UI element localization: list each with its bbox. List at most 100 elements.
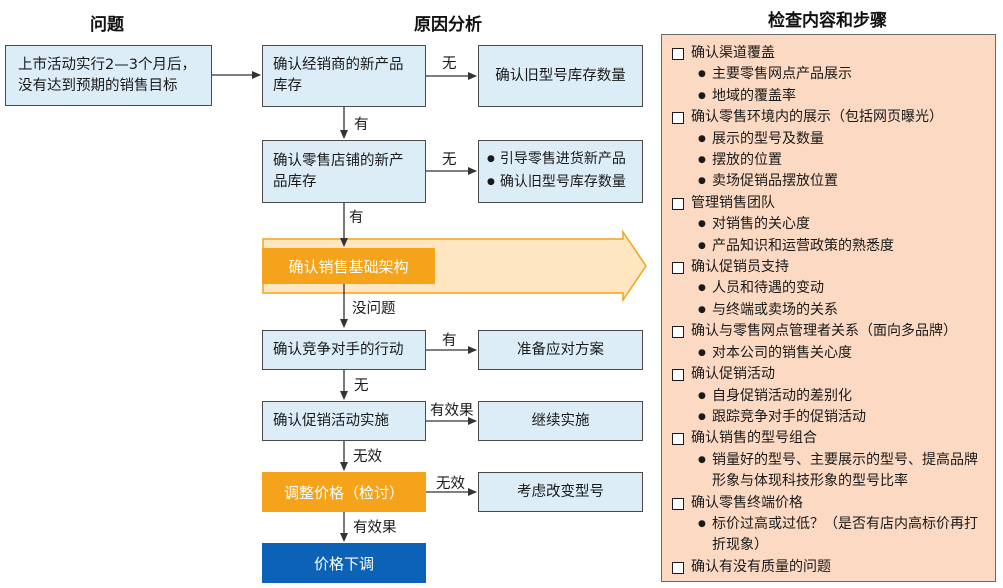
bullet-icon: ●: [698, 347, 706, 358]
checklist-item-text: 人员和待遇的变动: [712, 280, 824, 297]
bullet-icon: ●: [698, 411, 706, 422]
checklist-item-text: 与终端或卖场的关系: [712, 301, 838, 318]
dealer-stock-line1: 确认经销商的新产品: [273, 57, 404, 73]
retail-action-item: 确认旧型号库存数量: [487, 172, 626, 195]
promotion-label: 确认促销活动实施: [273, 412, 389, 429]
header-problem: 问题: [90, 15, 124, 35]
checkbox-icon: [672, 48, 684, 60]
checklist-section-title: 确认渠道覆盖: [691, 45, 775, 61]
header-checklist: 检查内容和步骤: [768, 11, 887, 31]
checklist-item-text: 对销售的关心度: [712, 216, 810, 233]
bullet-icon: ●: [698, 176, 706, 187]
edge-label-no: 无: [354, 378, 369, 394]
checklist-item: ● 销量好的型号、主要展示的型号、提高品牌形象与体现科技形象的型号比率: [668, 450, 989, 493]
checklist-item-text: 主要零售网点产品展示: [712, 66, 852, 83]
checklist-section: 确认渠道覆盖: [668, 43, 989, 64]
checklist-item: ● 对本公司的销售关心度: [668, 343, 989, 364]
checklist-section: 确认零售环境内的展示（包括网页曝光）: [668, 107, 989, 128]
checklist-item: ● 人员和待遇的变动: [668, 278, 989, 299]
bullet-icon: ●: [698, 240, 706, 251]
continue-label: 继续实施: [531, 412, 590, 429]
bullet-icon: ●: [698, 90, 706, 101]
promotion-box: 确认促销活动实施: [262, 401, 426, 441]
edge-label-no: 无: [442, 152, 457, 168]
price-down-box: 价格下调: [262, 543, 426, 583]
edge-label-yes: 有: [442, 333, 457, 349]
bullet-icon: ●: [698, 454, 706, 465]
checklist-item-text: 标价过高或过低？（是否有店内高标价再打折现象）: [712, 515, 978, 554]
problem-line2: 没有达到预期的销售目标: [18, 77, 178, 94]
dealer-stock-box: 确认经销商的新产品 库存: [262, 45, 426, 107]
checklist-item: ● 主要零售网点产品展示: [668, 64, 989, 85]
bullet-icon: ●: [698, 390, 706, 401]
checklist-panel: 确认渠道覆盖 ● 主要零售网点产品展示 ● 地域的覆盖率确认零售环境内的展示（包括网页曝…: [661, 34, 996, 582]
dealer-stock-line2: 库存: [273, 78, 302, 94]
problem-box: 上市活动实行2—3个月后， 没有达到预期的销售目标: [5, 45, 212, 106]
problem-line1: 上市活动实行2—3个月后，: [18, 56, 196, 73]
change-model-label: 考虑改变型号: [517, 483, 604, 500]
bullet-icon: ●: [698, 155, 706, 166]
old-stock-label: 确认旧型号库存数量: [495, 67, 626, 84]
checklist-item-text: 对本公司的销售关心度: [712, 344, 852, 361]
adjust-price-box: 调整价格（检讨）: [262, 472, 426, 512]
checklist-section: 确认销售的型号组合: [668, 428, 989, 449]
continue-box: 继续实施: [478, 401, 643, 441]
checklist-item: ●与终端或卖场的关系: [668, 300, 989, 321]
retail-stock-line2: 品库存: [273, 173, 317, 190]
response-plan-box: 准备应对方案: [478, 330, 643, 370]
edge-label-noeffect: 无效: [353, 449, 382, 465]
checklist-item: ● 对销售的关心度: [668, 214, 989, 235]
price-down-label: 价格下调: [313, 554, 374, 573]
checkbox-icon: [672, 433, 684, 446]
edge-label-yes: 有: [349, 210, 364, 226]
checklist-section-title: 确认有没有质量的问题: [691, 558, 831, 575]
retail-stock-box: 确认零售店铺的新产 品库存: [262, 140, 426, 203]
bullet-icon: ●: [698, 518, 706, 529]
adjust-price-label: 调整价格（检讨）: [283, 483, 404, 502]
checklist-item: ● 跟踪竞争对手的促销活动: [668, 407, 989, 428]
checklist-item-text: 销量好的型号、主要展示的型号、提高品牌形象与体现科技形象的型号比率: [712, 451, 978, 490]
checklist-section: 管理销售团队: [668, 193, 989, 214]
checklist-item-text: 自身促销活动的差别化: [712, 387, 852, 404]
checklist-item-text: 跟踪竞争对手的促销活动: [712, 408, 866, 425]
retail-stock-line1: 确认零售店铺的新产: [273, 152, 404, 169]
header-analysis: 原因分析: [414, 15, 482, 35]
checklist-item: ● 摆放的位置: [668, 150, 989, 171]
checklist-item: ● 自身促销活动的差别化: [668, 386, 989, 407]
checklist-section: 确认零售终端价格: [668, 493, 989, 514]
edge-label-noeffect: 无效: [436, 476, 465, 492]
edge-label-ok: 没问题: [352, 301, 396, 317]
checklist-item-text: 展示的型号及数量: [712, 130, 824, 147]
checklist-section-title: 管理销售团队: [691, 194, 775, 211]
checklist-section-title: 确认销售的型号组合: [691, 430, 817, 447]
checklist-item: ● 产品知识和运营政策的熟悉度: [668, 236, 989, 257]
checklist-item-text: 产品知识和运营政策的熟悉度: [712, 237, 894, 254]
old-stock-box: 确认旧型号库存数量: [478, 45, 643, 107]
checklist-section-title: 确认与零售网点管理者关系（面向多品牌）: [691, 323, 957, 340]
edge-label-effective: 有效果: [353, 520, 397, 536]
checklist-item-text: 地域的覆盖率: [712, 87, 796, 104]
bullet-icon: ●: [698, 69, 706, 80]
checklist-section-title: 确认零售终端价格: [691, 494, 803, 511]
checkbox-icon: [672, 326, 684, 339]
checklist-section-title: 确认促销活动: [691, 366, 775, 383]
checkbox-icon: [672, 197, 684, 210]
checkbox-icon: [672, 369, 684, 382]
checklist-section-title: 确认零售环境内的展示（包括网页曝光）: [691, 109, 943, 126]
edge-label-effective: 有效果: [430, 403, 474, 419]
checklist-item: ● 地域的覆盖率: [668, 86, 989, 107]
sales-infra-label: 确认销售基础架构: [288, 257, 409, 276]
bullet-icon: ●: [698, 219, 706, 230]
checklist-item-text: 摆放的位置: [712, 152, 782, 169]
response-plan-label: 准备应对方案: [517, 341, 604, 358]
change-model-box: 考虑改变型号: [478, 472, 643, 512]
checkbox-icon: [672, 561, 684, 574]
checklist-section: 确认促销活动: [668, 364, 989, 385]
checklist-section: 确认与零售网点管理者关系（面向多品牌）: [668, 321, 989, 342]
retail-actions-box: 引导零售进货新产品 确认旧型号库存数量: [478, 140, 643, 203]
checklist-item: ● 标价过高或过低？（是否有店内高标价再打折现象）: [668, 514, 989, 557]
checklist-item-text: 卖场促销品摆放位置: [712, 173, 838, 190]
bullet-icon: ●: [698, 283, 706, 294]
checkbox-icon: [672, 262, 684, 275]
bullet-icon: ●: [698, 133, 706, 144]
